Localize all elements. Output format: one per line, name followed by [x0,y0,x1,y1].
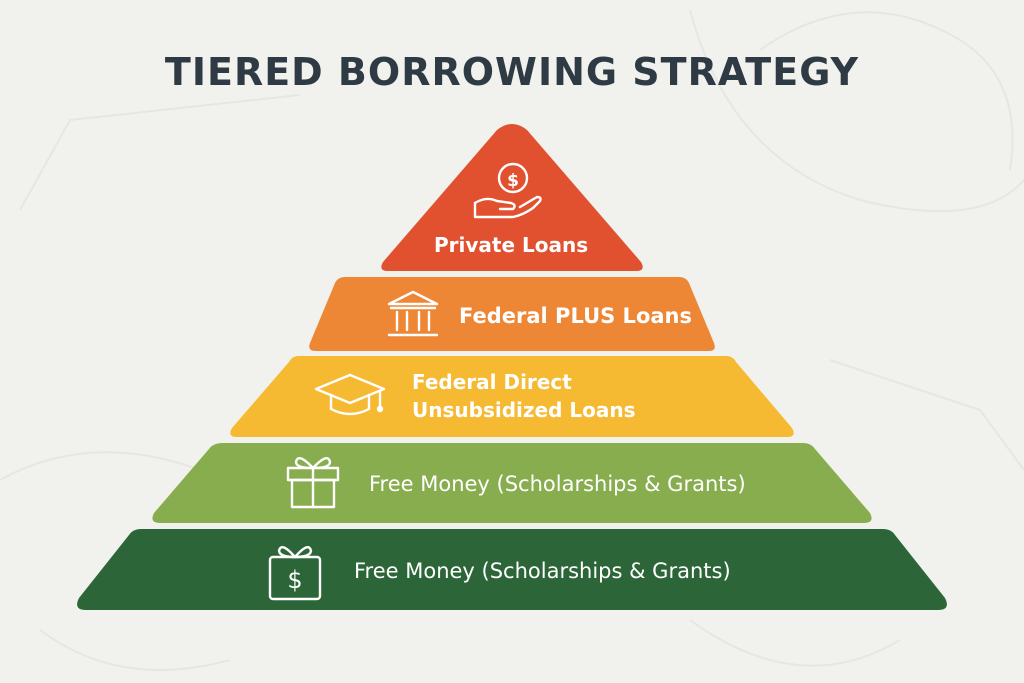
tier-free-money-dark-shape [77,529,947,610]
tier-federal-direct-label-line1: Federal Direct [412,370,572,394]
gift-dollar-sign-glyph: $ [287,566,302,594]
tier-federal-plus-shape [309,277,715,351]
tier-private-loans-shape [381,124,643,271]
dollar-sign-glyph: $ [507,171,519,191]
gift-dollar-icon [268,545,322,601]
page-title: TIERED BORROWING STRATEGY [164,50,860,94]
tier-free-money-light-shape [152,443,872,523]
tier-federal-direct-label-line2: Unsubsidized Loans [412,398,636,422]
graduation-cap-icon [314,373,386,416]
bank-building-icon [387,290,439,337]
tier-federal-plus-label: Federal PLUS Loans [459,304,692,328]
gift-box-icon [286,456,340,509]
background-decoration [0,9,1024,671]
hand-coin-icon [473,162,542,219]
tier-private-loans-label: Private Loans [434,233,589,257]
tier-free-money-dark-label: Free Money (Scholarships & Grants) [354,559,731,583]
tier-federal-direct-shape [230,356,794,437]
tier-free-money-light-label: Free Money (Scholarships & Grants) [369,472,746,496]
